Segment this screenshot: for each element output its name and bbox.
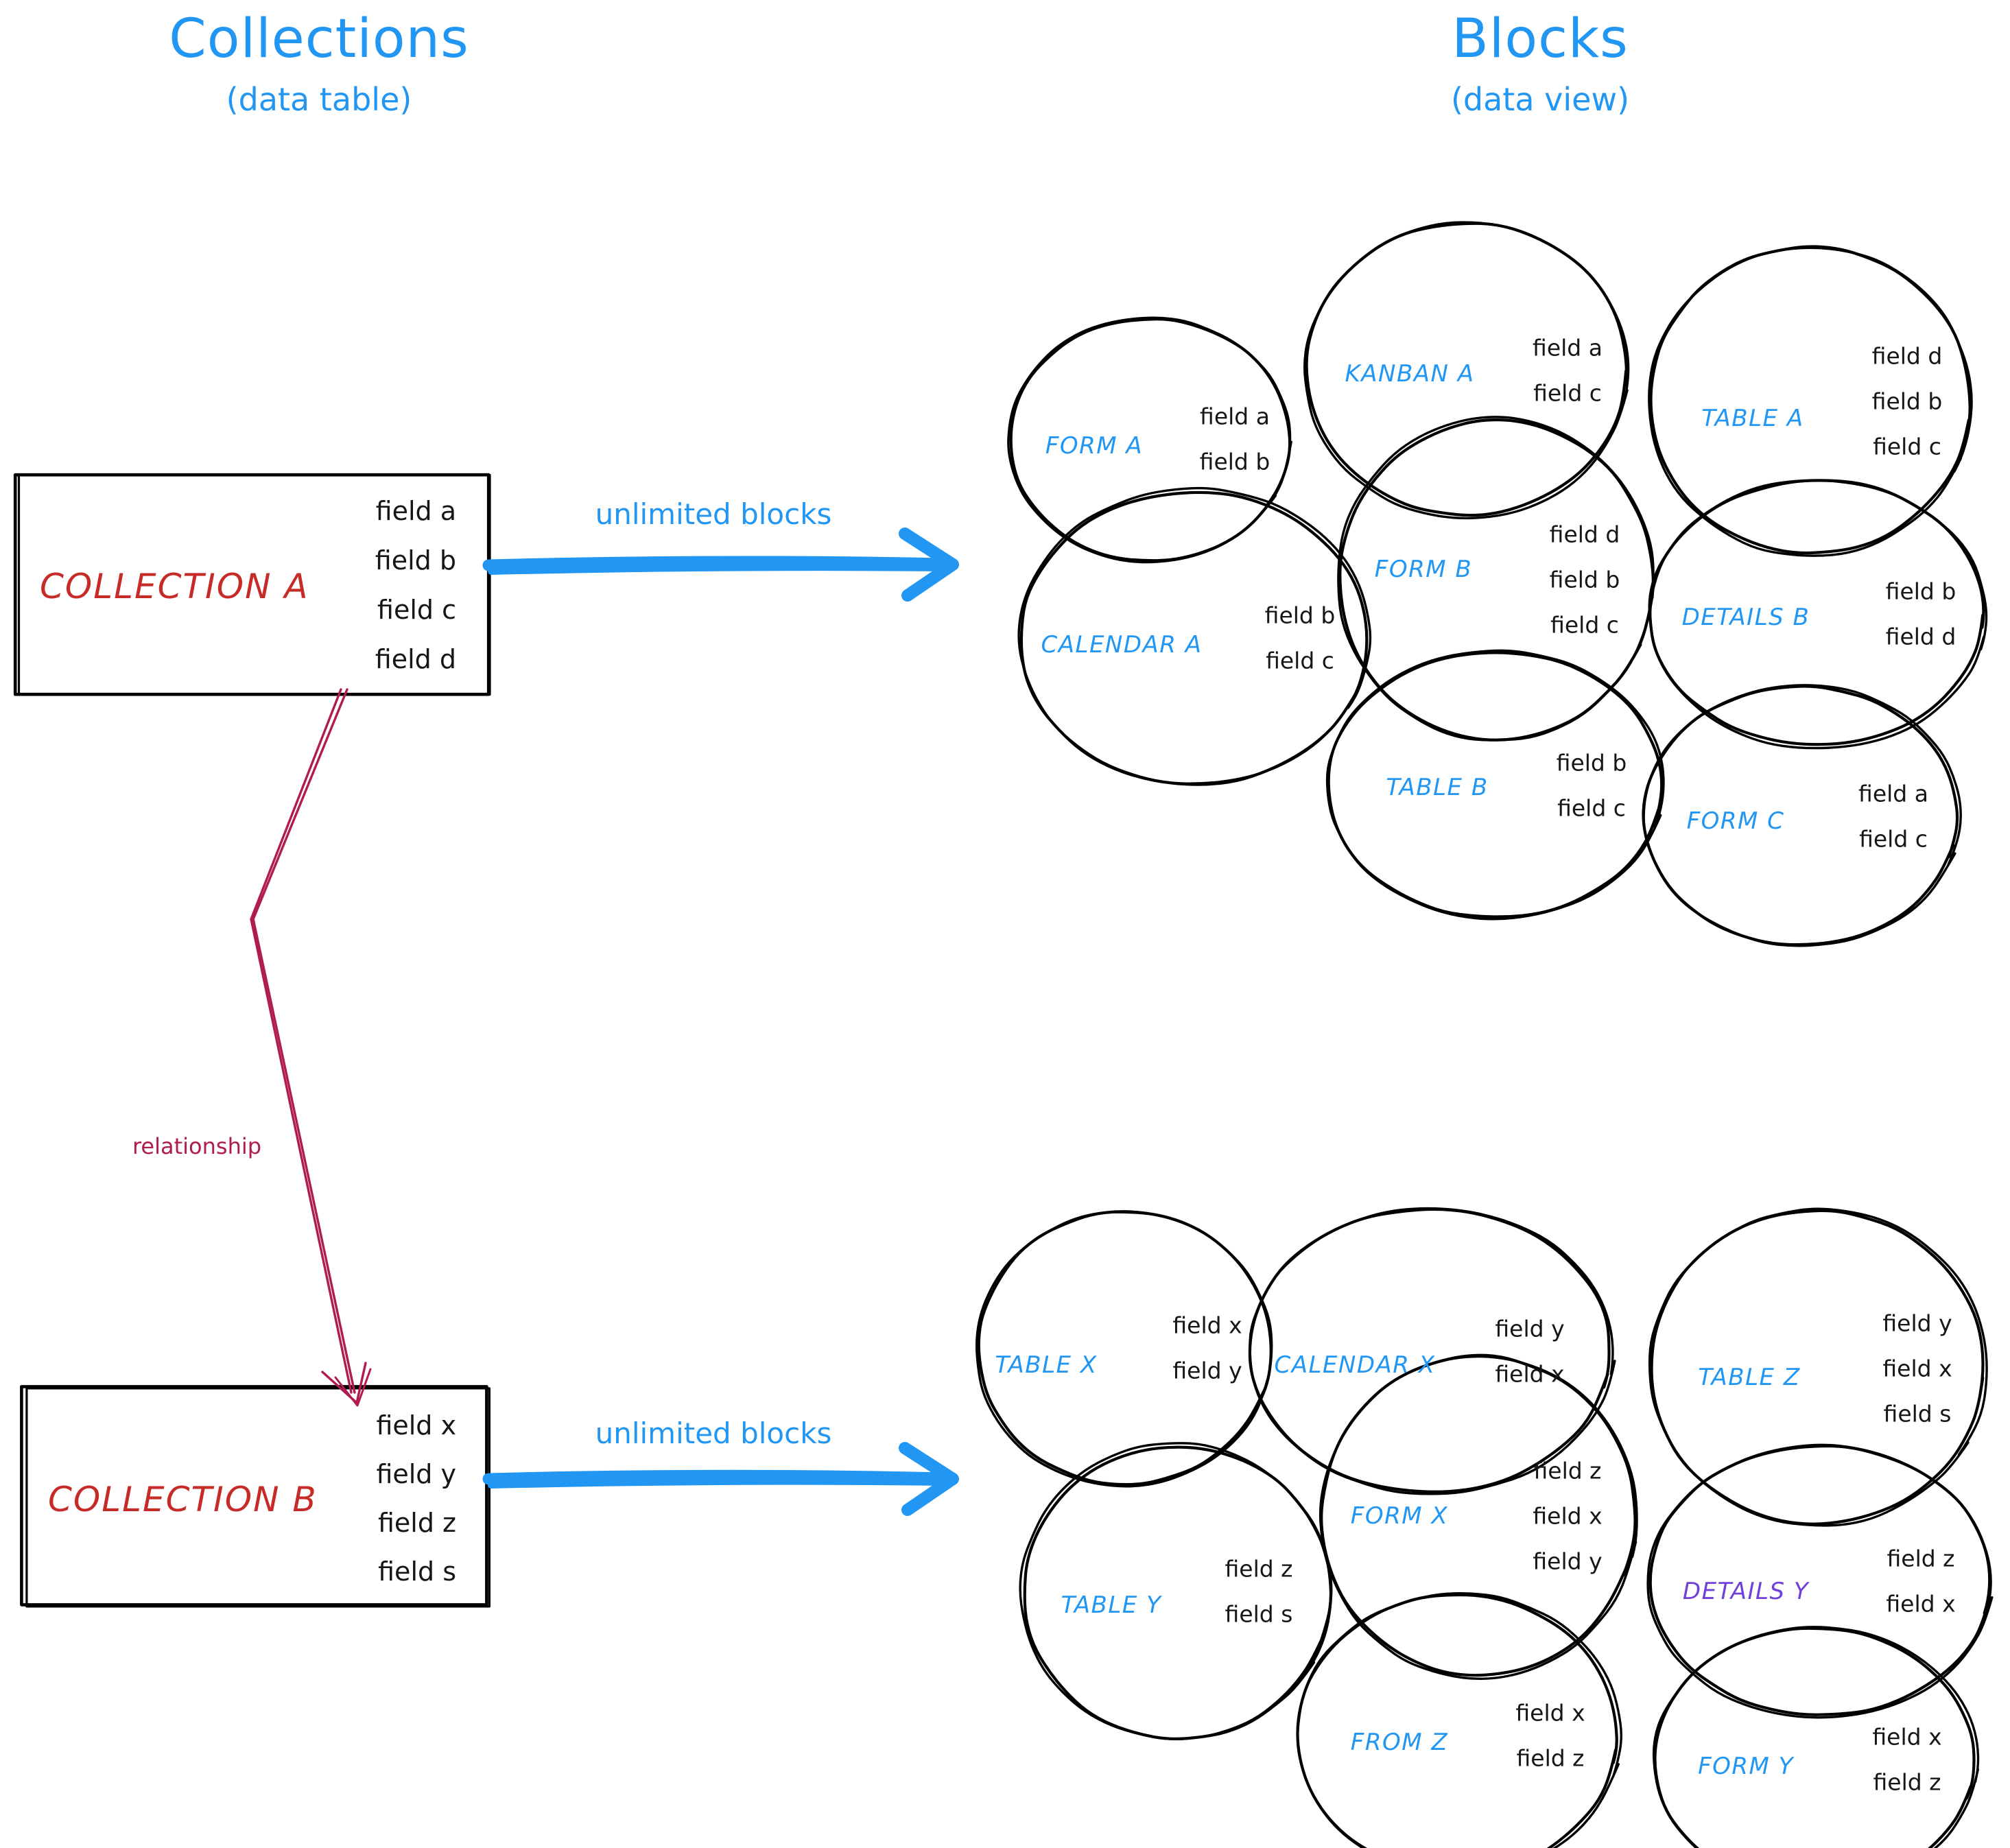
collection-field: field y: [376, 1459, 456, 1489]
connector-label-relationship: relationship: [132, 1133, 262, 1159]
block-field: field z: [1225, 1555, 1293, 1583]
page-subtitle-collections: (data table): [226, 81, 412, 118]
collection-field: field s: [378, 1556, 456, 1587]
block-field: field c: [1557, 794, 1626, 822]
block-name: TABLE Z: [1698, 1364, 1801, 1391]
block-field: field c: [1550, 611, 1619, 639]
block-name: TABLE B: [1386, 774, 1489, 801]
collection-field: field z: [377, 1508, 456, 1538]
block-field: field z: [1516, 1744, 1585, 1772]
page-title-blocks: Blocks: [1452, 8, 1629, 70]
block-ellipse-table-y[interactable]: [1019, 1442, 1333, 1740]
block-field: field s: [1883, 1400, 1952, 1428]
arrow-unlimited-blocks-bottom[interactable]: [482, 1442, 959, 1516]
collection-box-a[interactable]: [13, 473, 491, 696]
block-field: field b: [1199, 448, 1270, 475]
block-name: FORM Y: [1698, 1753, 1794, 1780]
block-ellipse-form-b[interactable]: [1337, 416, 1655, 742]
block-field: field x: [1515, 1699, 1585, 1727]
block-field: field c: [1266, 647, 1334, 674]
block-field: field b: [1549, 566, 1620, 593]
block-ellipse-calendar-x[interactable]: [1248, 1207, 1616, 1495]
block-field: field d: [1549, 521, 1620, 548]
block-ellipse-details-y[interactable]: [1646, 1443, 1994, 1719]
collection-field: field c: [377, 595, 456, 625]
block-name: FORM X: [1350, 1502, 1449, 1530]
block-field: field y: [1533, 1548, 1603, 1575]
block-field: field x: [1886, 1590, 1956, 1618]
block-ellipse-kanban-a[interactable]: [1303, 221, 1630, 520]
block-ellipse-table-b[interactable]: [1325, 649, 1665, 921]
block-field: field z: [1873, 1768, 1941, 1796]
block-field: field s: [1225, 1600, 1293, 1628]
block-ellipse-table-x[interactable]: [975, 1210, 1273, 1488]
page-title-collections: Collections: [169, 8, 469, 70]
relationship-connector[interactable]: [250, 688, 372, 1407]
block-name: FORM A: [1045, 432, 1144, 460]
block-name: CALENDAR A: [1041, 631, 1203, 659]
block-field: field y: [1172, 1357, 1242, 1384]
collection-field: field a: [375, 496, 456, 526]
page-subtitle-blocks: (data view): [1450, 81, 1630, 118]
block-field: field z: [1533, 1457, 1602, 1484]
block-ellipse-form-c[interactable]: [1642, 684, 1962, 947]
block-ellipse-table-a[interactable]: [1648, 245, 1973, 557]
block-name: TABLE Y: [1061, 1591, 1162, 1619]
block-ellipse-form-x[interactable]: [1319, 1353, 1638, 1680]
collection-field: field d: [375, 644, 456, 674]
block-field: field c: [1533, 379, 1602, 407]
block-field: field b: [1264, 602, 1336, 629]
arrow-unlimited-blocks-top[interactable]: [482, 528, 959, 602]
block-field: field d: [1885, 623, 1956, 650]
collection-box-b[interactable]: [20, 1385, 490, 1608]
block-field: field x: [1172, 1312, 1242, 1339]
collection-name: COLLECTION A: [40, 567, 309, 606]
block-field: field c: [1873, 433, 1941, 460]
block-name: FORM B: [1374, 556, 1473, 583]
block-field: field a: [1533, 334, 1603, 362]
block-name: TABLE X: [995, 1351, 1098, 1379]
block-name: DETAILS B: [1681, 604, 1810, 631]
block-name: KANBAN A: [1345, 360, 1475, 388]
block-ellipse-form-a[interactable]: [1007, 316, 1292, 564]
collection-field: field x: [376, 1410, 456, 1441]
block-field: field x: [1495, 1360, 1565, 1388]
block-field: field x: [1872, 1723, 1942, 1751]
block-field: field b: [1556, 749, 1627, 777]
block-field: field d: [1871, 342, 1943, 370]
collection-field: field b: [375, 545, 456, 576]
block-field: field y: [1495, 1315, 1565, 1342]
block-field: field a: [1200, 403, 1270, 430]
block-field: field x: [1533, 1502, 1603, 1530]
connector-label-unlimited-blocks-top: unlimited blocks: [595, 497, 832, 531]
block-field: field c: [1859, 825, 1928, 853]
block-name: TABLE A: [1701, 405, 1804, 432]
block-ellipse-details-b[interactable]: [1648, 479, 1988, 750]
block-field: field x: [1882, 1355, 1952, 1382]
block-name: FROM Z: [1350, 1729, 1449, 1756]
block-field: field b: [1885, 578, 1956, 605]
block-field: field z: [1887, 1545, 1955, 1572]
block-name: FORM C: [1686, 807, 1785, 835]
block-field: field a: [1858, 780, 1928, 807]
block-ellipse-table-z[interactable]: [1648, 1207, 1988, 1527]
block-field: field b: [1871, 388, 1943, 415]
block-ellipse-from-z[interactable]: [1296, 1592, 1622, 1848]
block-name: CALENDAR X: [1274, 1351, 1436, 1379]
block-name: DETAILS Y: [1682, 1578, 1810, 1605]
collection-name: COLLECTION B: [48, 1480, 318, 1519]
block-field: field y: [1882, 1310, 1952, 1337]
block-ellipse-form-y[interactable]: [1652, 1626, 1980, 1848]
connector-label-unlimited-blocks-bottom: unlimited blocks: [595, 1417, 832, 1450]
